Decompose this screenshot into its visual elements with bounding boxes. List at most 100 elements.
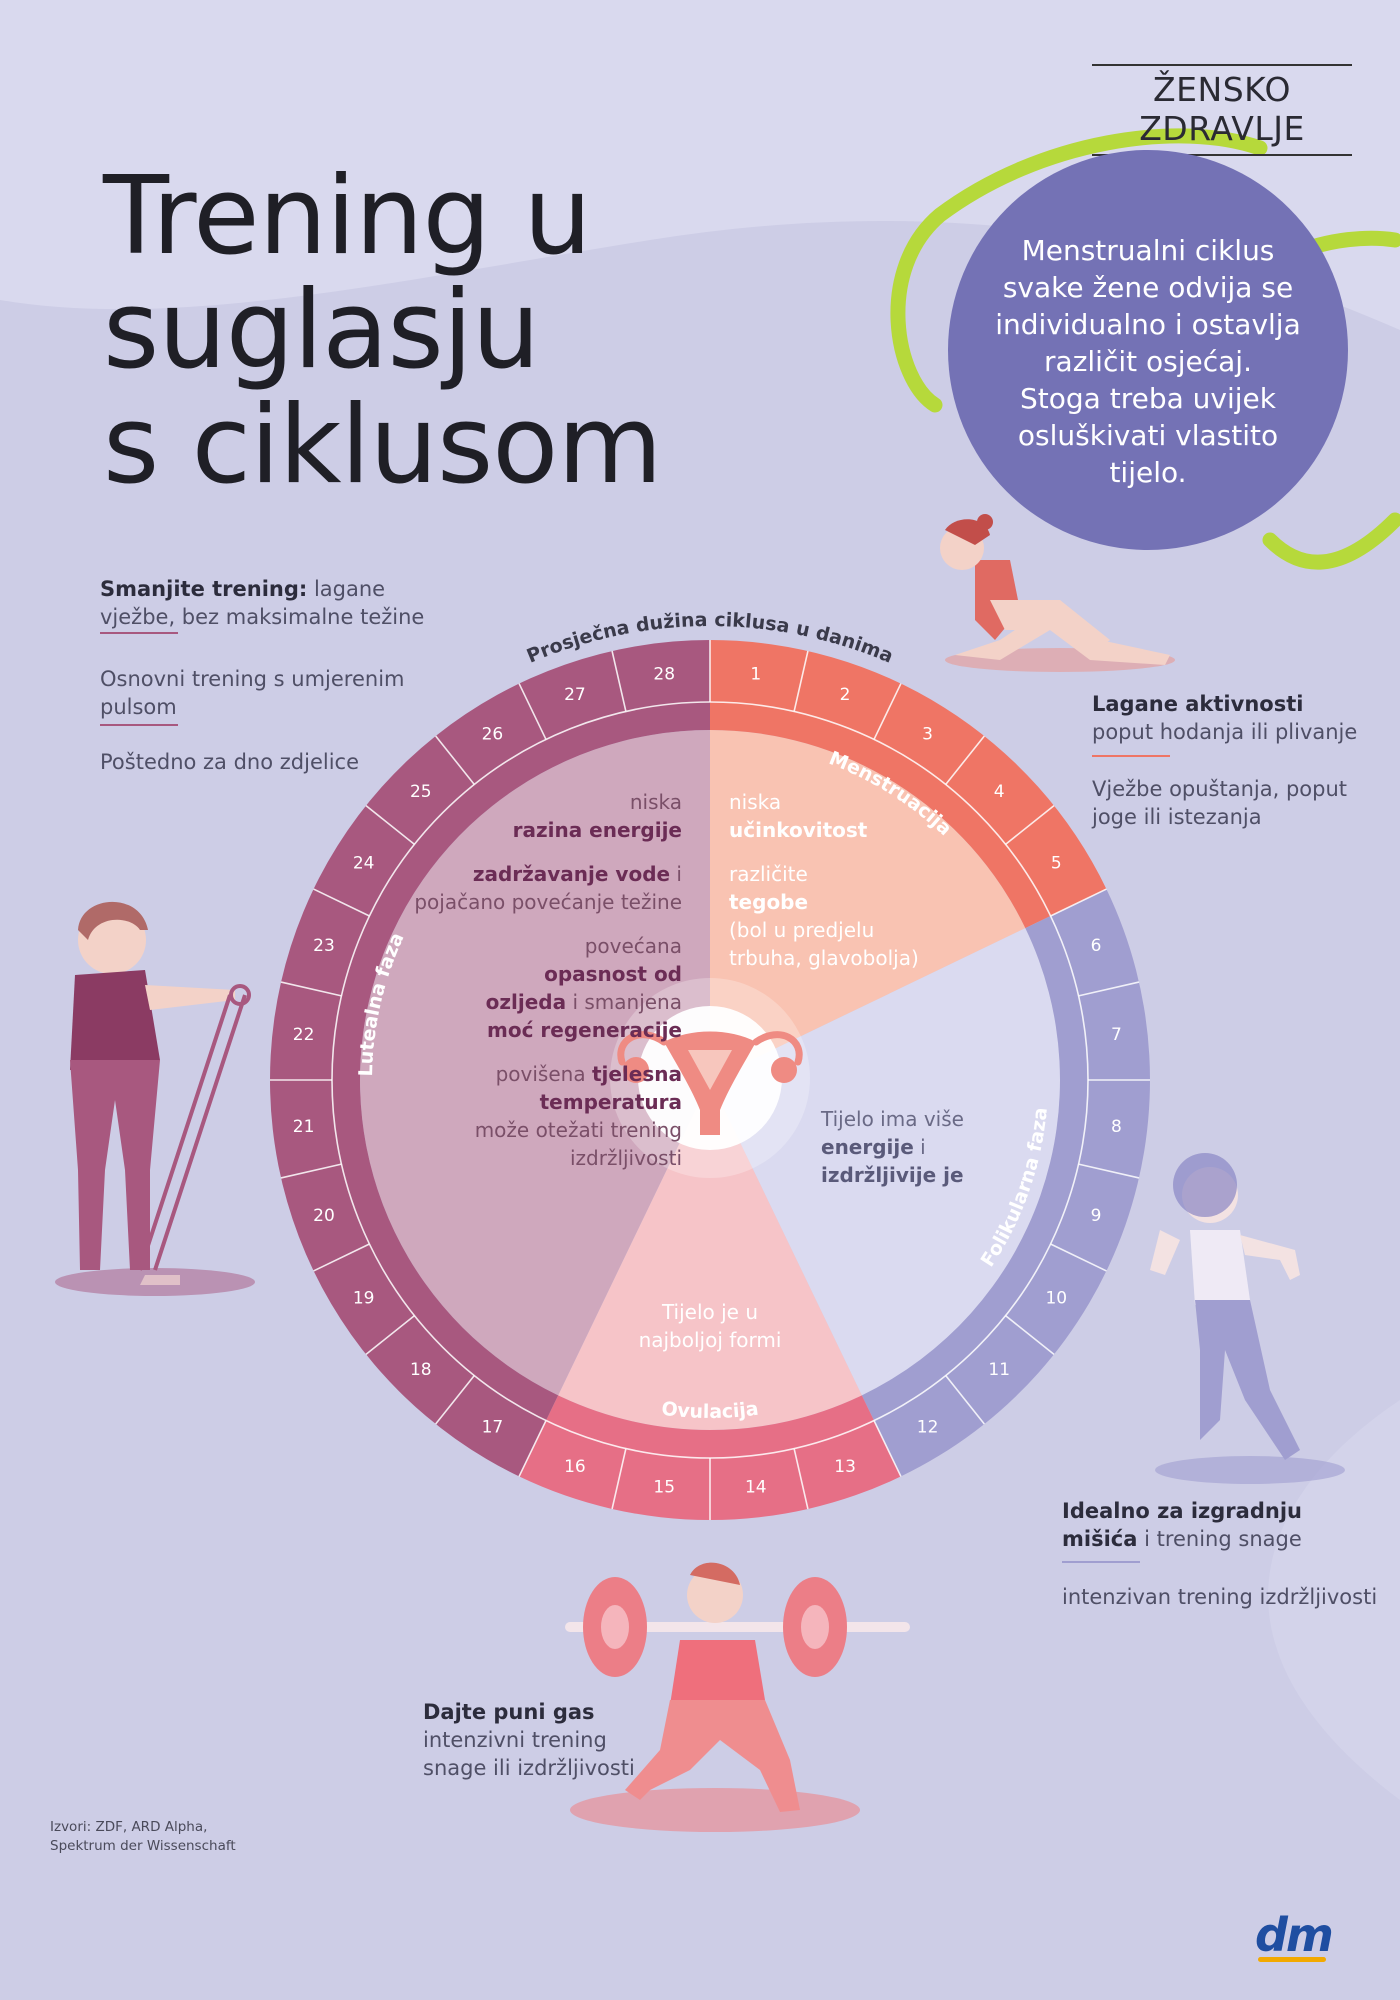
day-number: 14 (745, 1477, 767, 1497)
day-separator (435, 735, 475, 785)
day-number: 11 (988, 1360, 1010, 1380)
day-separator (518, 1420, 547, 1477)
intro-line: različit osjećaj. (1044, 345, 1252, 378)
note-divider (100, 632, 178, 634)
day-separator (793, 1448, 809, 1510)
wheel-text-line: pojačano povećanje težine (330, 888, 682, 916)
wheel-text-bold: učinkovitost (729, 818, 868, 842)
source-line: Izvori: ZDF, ARD Alpha, (50, 1819, 208, 1835)
day-number: 5 (1051, 853, 1062, 873)
wheel-text: najboljoj formi (638, 1328, 782, 1352)
day-number: 25 (410, 782, 432, 802)
day-number: 26 (482, 725, 504, 745)
follicular-note-2: intenzivan trening izdržljivosti (1062, 1583, 1382, 1611)
wheel-text-line: izdržljivije je (821, 1161, 1021, 1189)
day-number: 12 (917, 1417, 939, 1437)
note-bold: Lagane aktivnosti (1092, 692, 1304, 716)
title-line: s ciklusom (103, 382, 663, 508)
day-number: 28 (653, 665, 675, 685)
day-number: 27 (564, 685, 586, 705)
note-divider (1062, 1561, 1140, 1563)
day-separator (313, 1243, 370, 1272)
day-number: 7 (1111, 1025, 1122, 1045)
day-separator (873, 683, 902, 740)
page-title: Trening u suglasju s ciklusom (103, 154, 663, 508)
runner-illustration (1150, 1153, 1345, 1484)
wheel-text-line: Tijelo ima više (821, 1105, 1021, 1133)
intro-line: Stoga treba uvijek (1020, 382, 1276, 415)
day-number: 9 (1091, 1206, 1102, 1226)
wheel-text: niska (629, 790, 682, 814)
wheel-text: Tijelo je u (661, 1300, 759, 1324)
wheel-text-bold: opasnost od (544, 962, 682, 986)
wheel-text: i (670, 862, 682, 886)
wheel-text: i (913, 1135, 926, 1159)
phase-wedge (360, 730, 710, 1396)
wheel-text-block: različite tegobe (bol u predjelu trbuha, gl… (729, 860, 969, 972)
luteal-note-1: Smanjite trening: lagane vježbe, bez mak… (100, 575, 430, 631)
intro-line: Menstrualni ciklus (1021, 234, 1275, 267)
wheel-text: povećana (584, 934, 682, 958)
day-separator (873, 1420, 902, 1477)
band-woman-illustration (55, 901, 255, 1296)
wheel-text-line: razina energije (330, 816, 682, 844)
note-bold: Smanjite trening: (100, 577, 308, 601)
note-divider (1092, 755, 1170, 757)
wheel-text-bold: tegobe (729, 890, 809, 914)
day-number: 22 (293, 1025, 315, 1045)
wheel-text-line: povišena tjelesna (330, 1060, 682, 1088)
luteal-note-3: Poštedno za dno zdjelice (100, 748, 420, 776)
wheel-text: različite (729, 862, 808, 886)
day-number: 10 (1045, 1289, 1067, 1309)
wheel-text: trbuha, glavobolja) (729, 946, 919, 970)
wheel-text: Tijelo ima više (821, 1107, 964, 1131)
day-number: 8 (1111, 1117, 1122, 1137)
intro-line: osluškivati vlastito (1017, 419, 1279, 452)
wheel-text-bold: energije (821, 1135, 914, 1159)
wheel-text-bold: zadržavanje vode (472, 862, 671, 886)
wheel-text-bold: razina energije (512, 818, 682, 842)
day-separator (313, 888, 370, 917)
wheel-text-block: niska razina energije (330, 788, 682, 844)
note-bold: Dajte puni gas (423, 1700, 595, 1724)
wheel-text-line: zadržavanje vode i (330, 860, 682, 888)
wheel-text-bold: tjelesna (591, 1062, 682, 1086)
note-text: intenzivni trening snage ili izdržljivos… (423, 1728, 635, 1780)
day-number: 19 (353, 1289, 375, 1309)
wheel-text-line: učinkovitost (729, 816, 969, 844)
day-separator (1050, 1243, 1107, 1272)
intro-bubble (948, 150, 1348, 550)
wheel-text-line: tegobe (729, 888, 969, 916)
wheel-text: (bol u predjelu (729, 918, 875, 942)
day-number: 17 (482, 1417, 504, 1437)
day-number: 21 (293, 1117, 315, 1137)
day-number: 3 (922, 725, 933, 745)
phase-ring (861, 889, 1150, 1477)
section-tag: ŽENSKO ZDRAVLJE (1092, 64, 1352, 156)
day-number: 23 (313, 936, 335, 956)
note-text: poput hodanja ili plivanje (1092, 720, 1358, 744)
wheel-text-line: trbuha, glavobolja) (729, 944, 969, 972)
wheel-text-line: može otežati trening (330, 1116, 682, 1144)
day-separator (945, 735, 985, 785)
follicular-note-1: Idealno za izgradnju mišića i trening sn… (1062, 1497, 1372, 1553)
day-separator (1078, 981, 1140, 997)
title-line: Trening u (103, 154, 592, 279)
wheel-text: pojačano povećanje težine (414, 890, 682, 914)
green-swirl (890, 128, 1268, 413)
wheel-text-line: niska (729, 788, 969, 816)
day-number: 6 (1091, 936, 1102, 956)
wheel-text: i smanjena (566, 990, 682, 1014)
wheel-text-bold: temperatura (539, 1090, 682, 1114)
menstruation-note-2: Vježbe opuštanja, poput joge ili istezan… (1092, 775, 1352, 831)
wheel-text-line: povećana (330, 932, 682, 960)
phase-wedge (710, 730, 1026, 1080)
wheel-text-line: energije i (821, 1133, 1021, 1161)
